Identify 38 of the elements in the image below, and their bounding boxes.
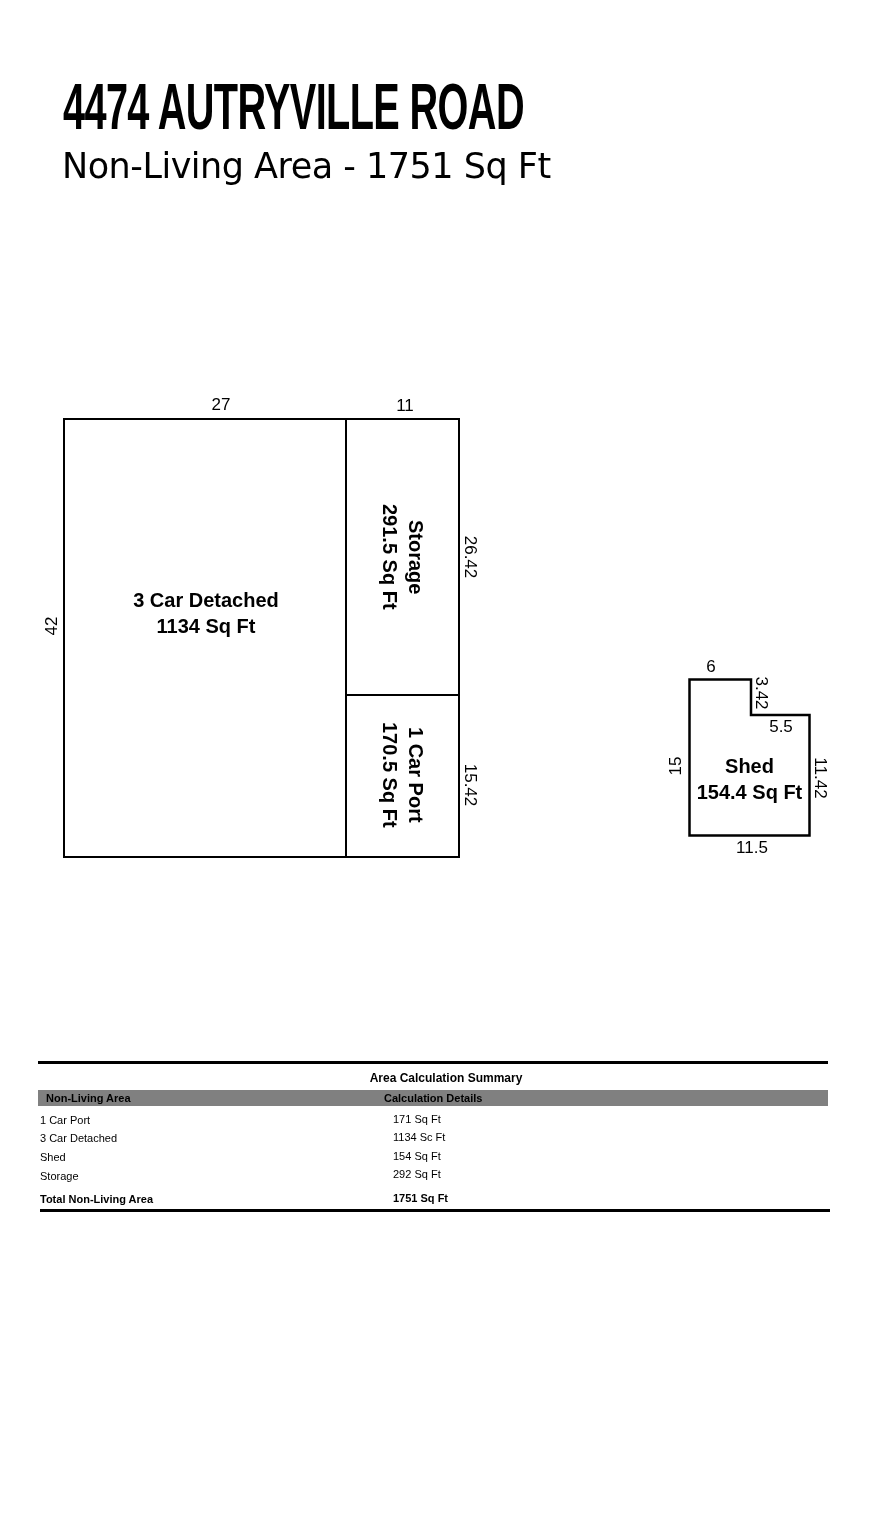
table-text: 154 Sq Ft xyxy=(393,1150,441,1162)
dimension-label: 26.42 xyxy=(460,535,480,579)
dimension-label: 11.5 xyxy=(736,838,768,858)
table-text: 3 Car Detached xyxy=(40,1132,118,1144)
column-header: Non-Living Area xyxy=(46,1092,131,1104)
page-subtitle: Non-Living Area - 1751 Sq Ft xyxy=(62,146,551,186)
room-area: 170.5 Sq Ft xyxy=(376,722,403,828)
dimension-label: 3.42 xyxy=(751,676,771,710)
dimension-label: 42 xyxy=(42,616,62,636)
dimension-label: 11 xyxy=(396,396,414,416)
room-name: 3 Car Detached xyxy=(133,588,279,613)
room-name: Storage xyxy=(403,519,428,595)
table-text: 1134 Sc Ft xyxy=(393,1131,446,1143)
table-text: Shed xyxy=(40,1151,66,1163)
dimension-label: 6 xyxy=(706,657,716,677)
dimension-label: 11.42 xyxy=(810,757,830,799)
page-title: 4474 AUTRYVILLE ROAD xyxy=(63,70,524,144)
table-total: Total Non-Living Area xyxy=(40,1193,154,1205)
table-text: 171 Sq Ft xyxy=(393,1113,441,1125)
room-name: Shed xyxy=(725,753,774,779)
table-text: Storage xyxy=(40,1170,79,1182)
table-text: 1 Car Port xyxy=(40,1114,91,1126)
room-name: 1 Car Port xyxy=(403,727,428,823)
room-outline xyxy=(63,418,347,858)
table-total: 1751 Sq Ft xyxy=(393,1192,449,1204)
dimension-label: 15.42 xyxy=(460,763,480,807)
room-outline xyxy=(345,694,460,858)
column-header: Calculation Details xyxy=(384,1092,483,1104)
room-area: 291.5 Sq Ft xyxy=(376,504,403,610)
room-outline xyxy=(688,678,811,837)
dimension-label: 27 xyxy=(211,395,231,415)
dimension-label: 15 xyxy=(666,756,686,776)
table-text: 292 Sq Ft xyxy=(393,1168,441,1180)
table-title: Area Calculation Summary xyxy=(369,1071,523,1085)
room-area: 154.4 Sq Ft xyxy=(696,778,803,805)
room-area: 1134 Sq Ft xyxy=(156,613,256,639)
dimension-label: 5.5 xyxy=(769,717,793,737)
room-outline xyxy=(345,418,460,696)
